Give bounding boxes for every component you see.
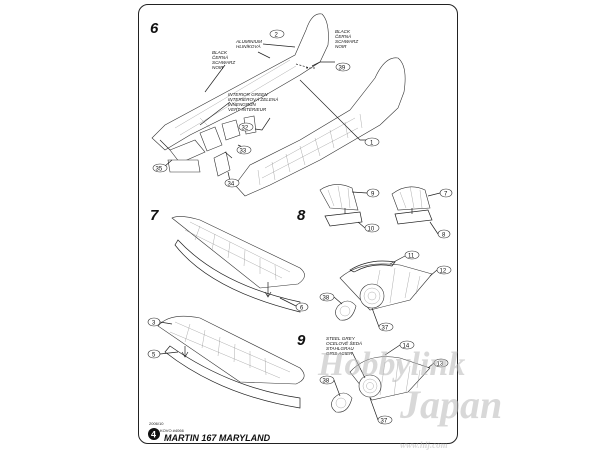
step-7-number: 7 xyxy=(150,207,159,224)
note-aluminium: ALUMINIUM HLINÍKOVÁ xyxy=(235,39,263,49)
callout-7: 7 xyxy=(439,188,453,198)
cockpit-parts xyxy=(159,115,257,177)
svg-text:38: 38 xyxy=(323,379,330,385)
svg-text:www.hlj.com: www.hlj.com xyxy=(400,440,448,450)
note-steel-grey: STEEL GREY OCELOVĚ ŠEDÁ STAHLGRAU GRIS A… xyxy=(326,336,363,356)
svg-text:1: 1 xyxy=(370,141,374,147)
footer-title: MARTIN 167 MARYLAND xyxy=(164,433,271,443)
svg-text:14: 14 xyxy=(403,344,410,350)
callout-38-upper: 38 xyxy=(319,292,335,302)
svg-text:37: 37 xyxy=(382,326,389,332)
svg-text:Hobbylink: Hobbylink xyxy=(317,346,465,383)
note-black-left: BLACK ČERNÁ SCHWARZ NOIR xyxy=(212,50,236,70)
note-interior-green: INTERIOR GREEN INTERIÉROVÁ ZELENÁ INNENG… xyxy=(228,92,280,112)
lower-wing-assembly xyxy=(157,315,305,409)
footer-code: 2006/10 xyxy=(149,421,164,426)
fuselage-right-half xyxy=(234,57,406,197)
svg-text:7: 7 xyxy=(444,192,448,198)
svg-text:32: 32 xyxy=(242,126,249,132)
svg-text:9: 9 xyxy=(371,192,375,198)
svg-text:38: 38 xyxy=(323,296,330,302)
callout-32: 32 xyxy=(238,122,254,132)
step-8-number: 8 xyxy=(297,207,306,224)
svg-text:11: 11 xyxy=(408,254,415,260)
callout-39: 39 xyxy=(335,62,351,72)
footer-kit: KOVO #4066 xyxy=(160,428,185,433)
svg-text:12: 12 xyxy=(440,269,447,275)
hobbylink-watermark: Hobbylink Japan www.hlj.com xyxy=(317,346,502,450)
callout-11: 11 xyxy=(404,250,420,260)
note-black-top: BLACK ČERNÁ SCHWARZ NOIR xyxy=(335,29,359,49)
callout-10: 10 xyxy=(364,223,380,233)
svg-text:3: 3 xyxy=(152,321,156,327)
svg-text:34: 34 xyxy=(228,182,235,188)
step-6-leaders xyxy=(164,43,366,182)
svg-text:35: 35 xyxy=(156,167,163,173)
svg-text:2: 2 xyxy=(275,33,279,39)
svg-text:33: 33 xyxy=(240,149,247,155)
engine-nacelle-upper xyxy=(335,260,433,321)
svg-text:5: 5 xyxy=(152,353,156,359)
callout-8: 8 xyxy=(437,229,451,239)
callout-37-lower: 37 xyxy=(377,415,393,425)
callout-9: 9 xyxy=(366,188,380,198)
svg-text:39: 39 xyxy=(339,66,346,72)
svg-text:8: 8 xyxy=(442,233,446,239)
callout-33: 33 xyxy=(236,145,252,155)
svg-text:6: 6 xyxy=(300,306,304,312)
callout-34: 34 xyxy=(224,178,240,188)
svg-text:Japan: Japan xyxy=(399,382,502,427)
callout-1: 1 xyxy=(364,137,380,147)
upper-wing-assembly xyxy=(171,216,305,313)
callout-6: 6 xyxy=(295,302,309,312)
callout-35: 35 xyxy=(152,163,168,173)
callout-5: 5 xyxy=(147,349,161,359)
svg-text:10: 10 xyxy=(368,227,375,233)
svg-text:37: 37 xyxy=(381,419,388,425)
engine-nacelle-lower xyxy=(331,356,431,413)
callout-37-upper: 37 xyxy=(378,322,394,332)
elevator-right xyxy=(391,185,433,225)
page-number: 4 xyxy=(151,430,156,440)
callout-2: 2 xyxy=(269,29,285,39)
callout-12: 12 xyxy=(436,265,452,275)
callout-3: 3 xyxy=(147,317,161,327)
step-6-number: 6 xyxy=(150,20,159,37)
svg-text:13: 13 xyxy=(437,362,444,368)
step-9-number: 9 xyxy=(297,332,306,349)
page-number-badge: 4 xyxy=(148,428,160,440)
elevator-left xyxy=(319,184,363,227)
